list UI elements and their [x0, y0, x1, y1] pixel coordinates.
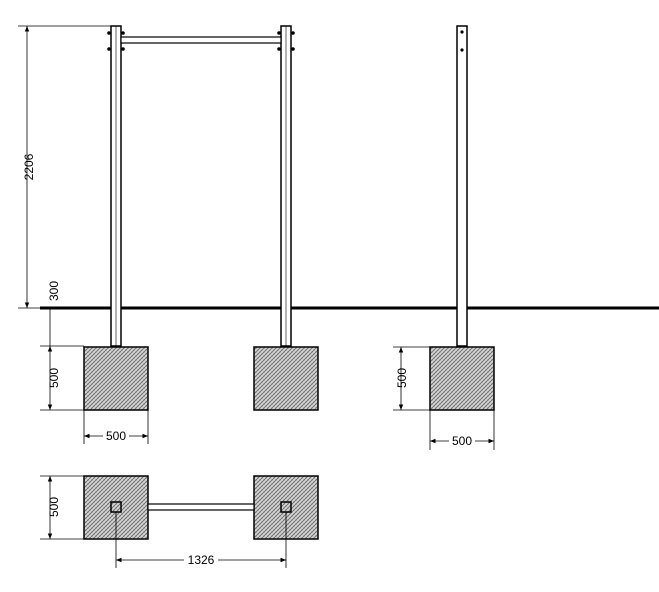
- bolt-hole-icon: [460, 30, 464, 34]
- footing-height-side-label: 500: [395, 368, 409, 388]
- bolt-icon: [121, 47, 125, 51]
- plan-spacing-label: 1326: [188, 553, 215, 567]
- pole-height-label: 2206: [22, 153, 36, 180]
- dimension-footing-height-front: 500: [40, 346, 84, 411]
- bolt-icon: [107, 47, 111, 51]
- dimension-footing-width-front: 500: [83, 410, 149, 444]
- front-elevation: [83, 25, 319, 411]
- bolt-icon: [121, 31, 125, 35]
- embed-depth-label: 300: [47, 281, 61, 301]
- dimension-embed-depth: 300: [40, 281, 84, 347]
- left-footing: [83, 346, 149, 411]
- dimension-plan-spacing: 1326: [115, 512, 287, 568]
- dimension-footing-height-side: 500: [393, 346, 430, 411]
- dimension-footing-width-side: 500: [429, 410, 495, 450]
- side-elevation: [429, 25, 495, 411]
- bolt-hole-icon: [460, 48, 464, 52]
- bolt-icon: [277, 47, 281, 51]
- pull-up-bar: [120, 36, 282, 44]
- plan-depth-label: 500: [47, 497, 61, 517]
- plan-right-footing: [253, 475, 319, 540]
- plan-connecting-bar: [147, 503, 255, 511]
- footing-height-front-label: 500: [47, 368, 61, 388]
- dimension-pole-height: 2206: [18, 25, 111, 309]
- bolt-icon: [277, 31, 281, 35]
- side-post: [456, 25, 468, 347]
- footing-width-front-label: 500: [106, 429, 126, 443]
- bolt-icon: [107, 31, 111, 35]
- bolt-icon: [291, 47, 295, 51]
- plan-view: [83, 475, 319, 540]
- right-footing: [253, 346, 319, 411]
- side-footing: [429, 346, 495, 411]
- dimension-plan-depth: 500: [40, 475, 84, 540]
- footing-width-side-label: 500: [452, 434, 472, 448]
- bolt-icon: [291, 31, 295, 35]
